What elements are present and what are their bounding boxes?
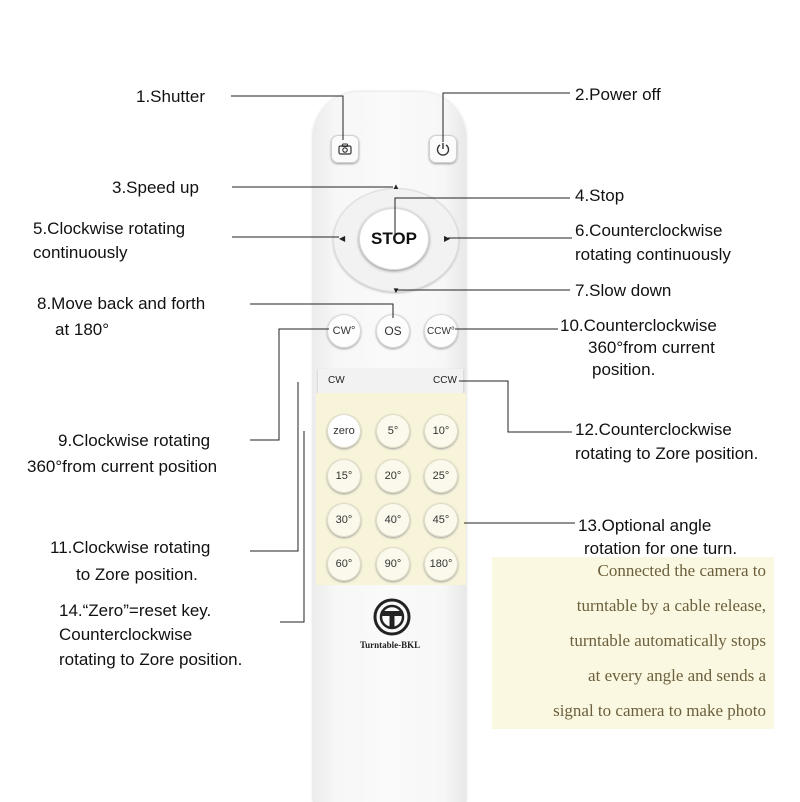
- label-counterclockwise-continuous: 6.Counterclockwise: [575, 220, 722, 242]
- label-cw-360: 9.Clockwise rotating: [58, 430, 210, 452]
- camera-note: Connected the camera to turntable by a c…: [492, 557, 774, 729]
- label-speed-up: 3.Speed up: [112, 177, 199, 199]
- label-power-off: 2.Power off: [575, 84, 661, 106]
- label-optional-angle: 13.Optional angle: [578, 515, 711, 537]
- label-clockwise-continuous-2: continuously: [33, 242, 128, 264]
- note-line: turntable by a cable release,: [577, 596, 766, 616]
- label-cw-360-2: 360°from current position: [27, 456, 217, 478]
- label-clockwise-continuous: 5.Clockwise rotating: [33, 218, 185, 240]
- note-line: Connected the camera to: [597, 561, 766, 581]
- note-line: signal to camera to make photo: [553, 701, 766, 721]
- label-shutter: 1.Shutter: [136, 86, 205, 108]
- label-slow-down: 7.Slow down: [575, 280, 671, 302]
- note-line: at every angle and sends a: [588, 666, 766, 686]
- label-back-and-forth-2: at 180°: [55, 319, 109, 341]
- label-ccw-zero-2: rotating to Zore position.: [575, 443, 758, 465]
- label-zero-reset: 14.“Zero”=reset key.: [59, 600, 211, 622]
- label-stop: 4.Stop: [575, 185, 624, 207]
- label-back-and-forth: 8.Move back and forth: [37, 293, 205, 315]
- label-ccw-360: 10.Counterclockwise: [560, 315, 717, 337]
- label-zero-reset-3: rotating to Zore position.: [59, 649, 242, 671]
- note-line: turntable automatically stops: [570, 631, 766, 651]
- label-ccw-360-2: 360°from current: [588, 337, 715, 359]
- label-ccw-360-3: position.: [592, 359, 655, 381]
- label-cw-zero: 11.Clockwise rotating: [50, 537, 210, 559]
- label-cw-zero-2: to Zore position.: [76, 564, 198, 586]
- label-counterclockwise-continuous-2: rotating continuously: [575, 244, 731, 266]
- label-zero-reset-2: Counterclockwise: [59, 624, 192, 646]
- label-ccw-zero: 12.Counterclockwise: [575, 419, 732, 441]
